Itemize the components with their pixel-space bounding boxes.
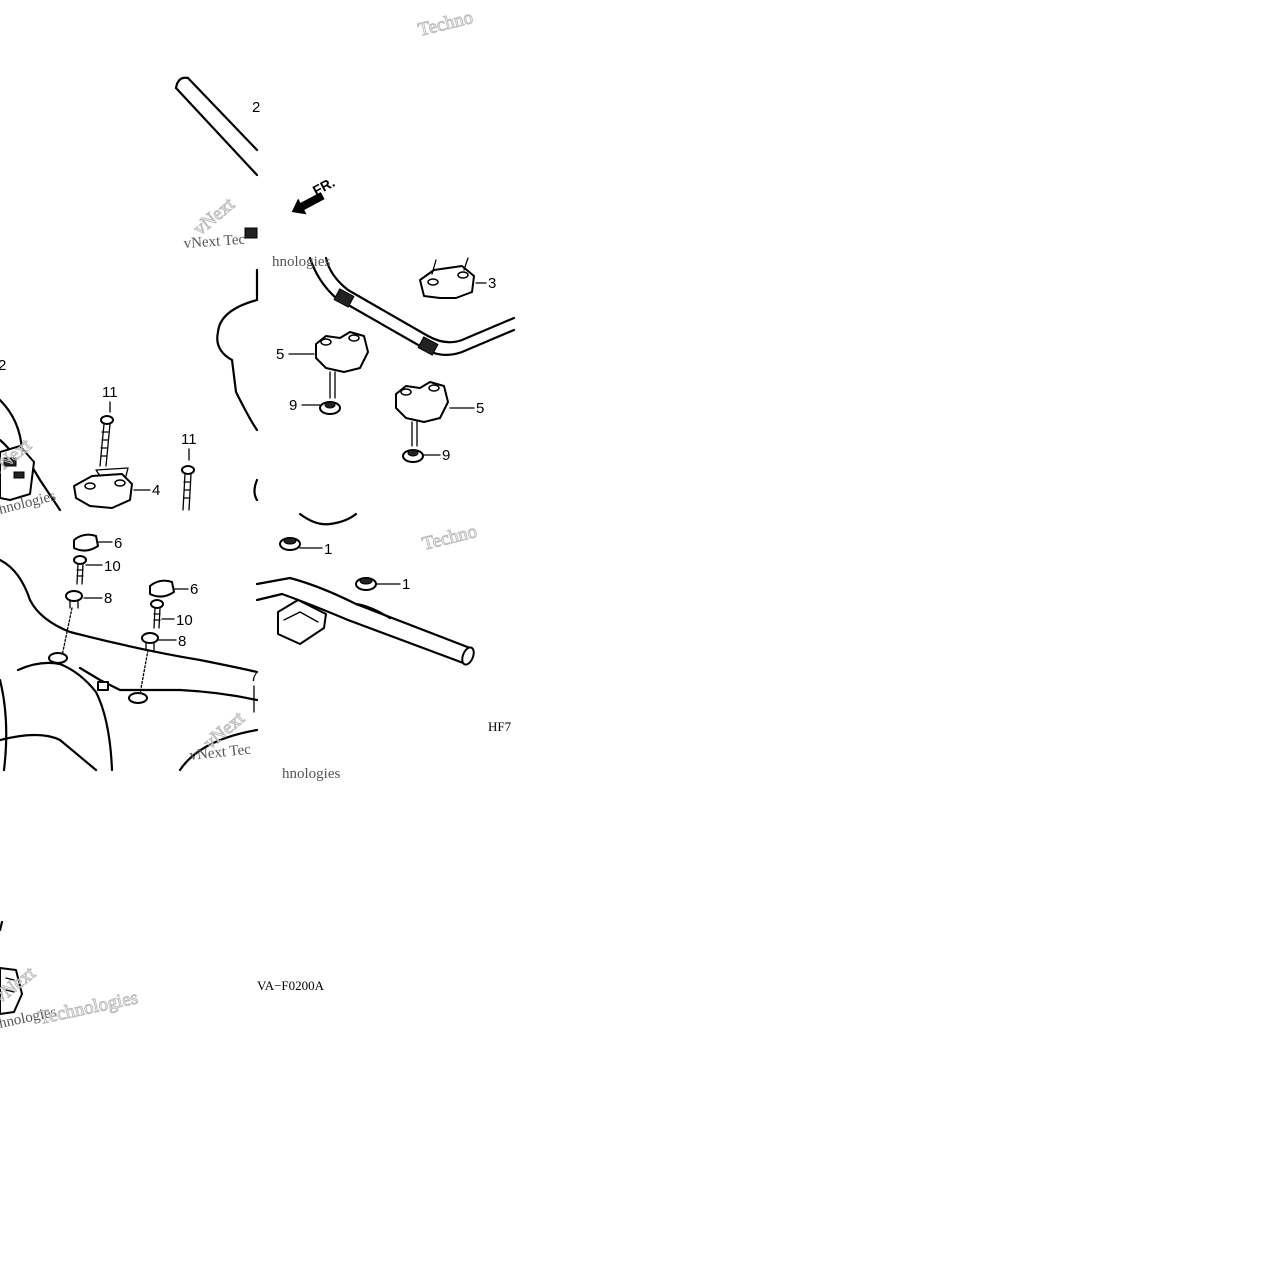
- callout-5-left: 5: [276, 346, 284, 363]
- callout-5-right: 5: [476, 400, 484, 417]
- watermark-logies-right-lower: hnologies: [282, 766, 340, 782]
- screw-10-left: [73, 555, 87, 585]
- front-cover-part-7: [0, 558, 259, 772]
- handlebar-pipe-lower: [255, 576, 472, 650]
- callout-8-right: 8: [178, 633, 186, 650]
- tile-bottom-left: vNext hnologies Technologies VA−F0200A: [0, 920, 325, 1032]
- handlebar-clamp-fragment: [244, 227, 258, 239]
- callout-8-left: 8: [104, 590, 112, 607]
- drawing-code-hf7: HF7: [488, 719, 512, 734]
- callout-11-b: 11: [181, 431, 197, 448]
- callout-1-right: 1: [402, 576, 410, 593]
- flange-bolt-11-a: [99, 415, 114, 467]
- callout-1-left: 1: [324, 541, 332, 558]
- watermark-vnext-top-left: vNext Tec: [183, 232, 246, 252]
- upper-holder-part-3: [419, 257, 475, 299]
- handlebar-bracket: [277, 599, 327, 645]
- collar-8-left: [65, 590, 83, 609]
- drawing-code-va-f0200a: VA−F0200A: [257, 978, 325, 993]
- watermark-technologies-bottom: Technologies: [37, 987, 140, 1029]
- callout-3: 3: [488, 275, 496, 292]
- upper-holder-part-4: [73, 467, 133, 509]
- callout-10-right: 10: [176, 612, 193, 629]
- flange-bolt-11-b: [181, 465, 195, 511]
- watermark-techno-right-lower: Techno: [420, 521, 479, 555]
- callout-4: 4: [152, 482, 160, 499]
- switch-housing-fragment: [0, 445, 35, 501]
- callout-9-left: 9: [289, 397, 297, 414]
- tile-top-right: FR. hnologies 3 5 9: [216, 174, 516, 464]
- callout-6-left: 6: [114, 535, 122, 552]
- tile-left-middle: 2 11 11 4: [0, 357, 259, 518]
- tile-right-lower: Techno 1 1 HF7 hnologies: [255, 512, 512, 782]
- grommet-1-left: [279, 537, 301, 551]
- collar-8-right: [141, 632, 159, 651]
- callout-6-right: 6: [190, 581, 198, 598]
- flange-nut-9-left: [319, 401, 341, 415]
- callout-9-right: 9: [442, 447, 450, 464]
- cap-6-left: [73, 533, 99, 552]
- screw-10-right: [150, 599, 164, 629]
- watermark-logies-top-right: hnologies: [272, 254, 330, 270]
- lower-holder-part-5-right: [395, 381, 449, 447]
- watermark-vnext-lower-left: vNext Tec: [189, 742, 252, 764]
- lower-holder-part-5-left: [315, 331, 369, 399]
- callout-2-left: 2: [0, 357, 6, 374]
- callout-10-left: 10: [104, 558, 121, 575]
- tile-left-lower: 6 10 8 6 10: [0, 533, 259, 772]
- front-arrow-icon: [291, 192, 325, 215]
- flange-nut-9-right: [402, 449, 424, 463]
- tile-top-left: 2 Techno vNext Tec vNext: [174, 7, 476, 252]
- callout-2-top: 2: [252, 99, 260, 116]
- watermark-technologies-top: Techno: [416, 7, 475, 41]
- callout-7-left: 7: [250, 668, 258, 685]
- front-indicator-label: FR.: [310, 174, 337, 199]
- cap-6-right: [149, 579, 175, 598]
- grommet-1-right: [355, 577, 377, 591]
- callout-11-a: 11: [102, 384, 118, 401]
